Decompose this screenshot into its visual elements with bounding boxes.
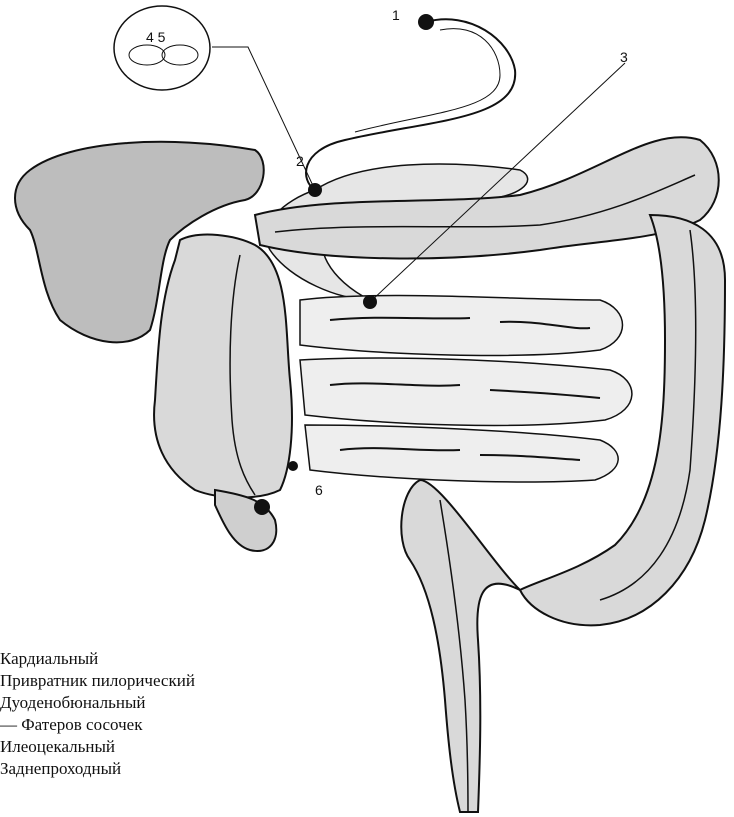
label-2: 2: [296, 153, 304, 169]
legend: Кардиальный Привратник пилорический Дуод…: [0, 648, 360, 780]
label-3: 3: [620, 49, 628, 65]
cecum: [215, 490, 276, 551]
ascending-colon: [154, 235, 292, 498]
legend-item: — Фатеров сосочек: [0, 714, 360, 736]
legend-item: Заднепроходный: [0, 758, 360, 780]
label-4-5: 4 5: [146, 29, 166, 45]
label-1: 1: [392, 7, 400, 23]
inset-circle: [114, 6, 210, 90]
legend-item: Дуоденобюнальный: [0, 692, 360, 714]
small-intestine: [300, 296, 632, 482]
marker-dot-anal: [254, 499, 270, 515]
label-6: 6: [315, 482, 323, 498]
legend-item: Кардиальный: [0, 648, 360, 670]
legend-item: Привратник пилорический: [0, 670, 360, 692]
legend-item: Илеоцекальный: [0, 736, 360, 758]
marker-dot-1: [418, 14, 434, 30]
esophagus-inner: [355, 29, 500, 132]
marker-dot-6: [288, 461, 298, 471]
